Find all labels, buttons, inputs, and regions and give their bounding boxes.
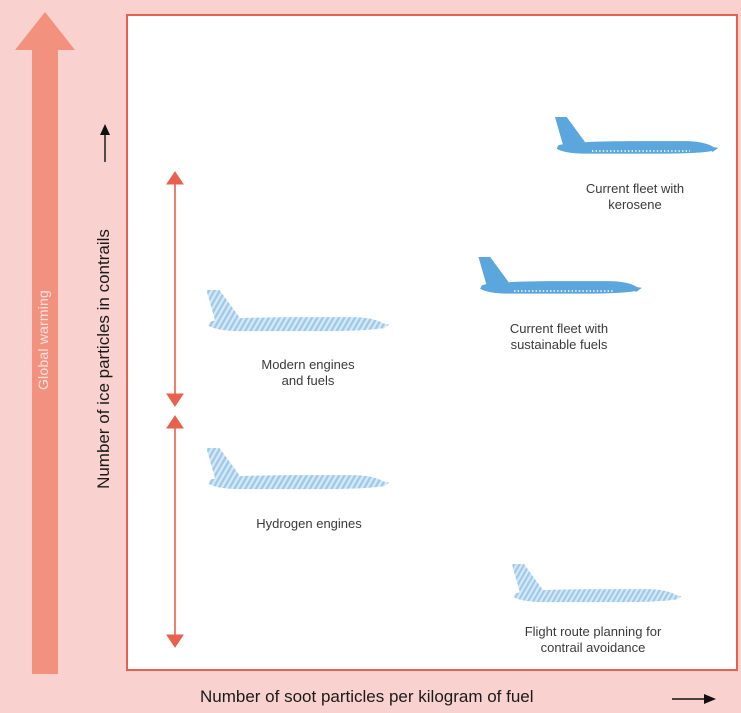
airplane-hatched-icon — [511, 564, 682, 603]
caption-hydrogen-engines: Hydrogen engines — [256, 516, 362, 531]
airplane-hatched-icon — [206, 290, 390, 332]
y-axis-arrow — [100, 124, 110, 162]
caption-current-fleet-sustainable: Current fleet with sustainable fuels — [509, 321, 609, 352]
range-arrow-upper — [166, 171, 184, 407]
range-arrow-lower — [166, 415, 184, 648]
plot-area — [126, 14, 738, 671]
global-warming-arrow — [15, 12, 75, 674]
caption-current-fleet-kerosene: Current fleet with kerosene — [585, 181, 685, 212]
caption-flight-route-planning: Flight route planning for contrail avoid… — [524, 624, 662, 655]
global-warming-label: Global warming — [35, 289, 51, 391]
caption-modern-engines-fuels: Modern engines and fuels — [261, 357, 355, 388]
airplane-solid-icon — [478, 257, 642, 294]
airplane-solid-icon — [555, 117, 719, 154]
y-axis-label: Number of ice particles in contrails — [94, 229, 113, 489]
x-axis-label: Number of soot particles per kilogram of… — [200, 687, 534, 706]
airplane-hatched-icon — [206, 448, 390, 490]
x-axis-arrow — [672, 694, 716, 704]
